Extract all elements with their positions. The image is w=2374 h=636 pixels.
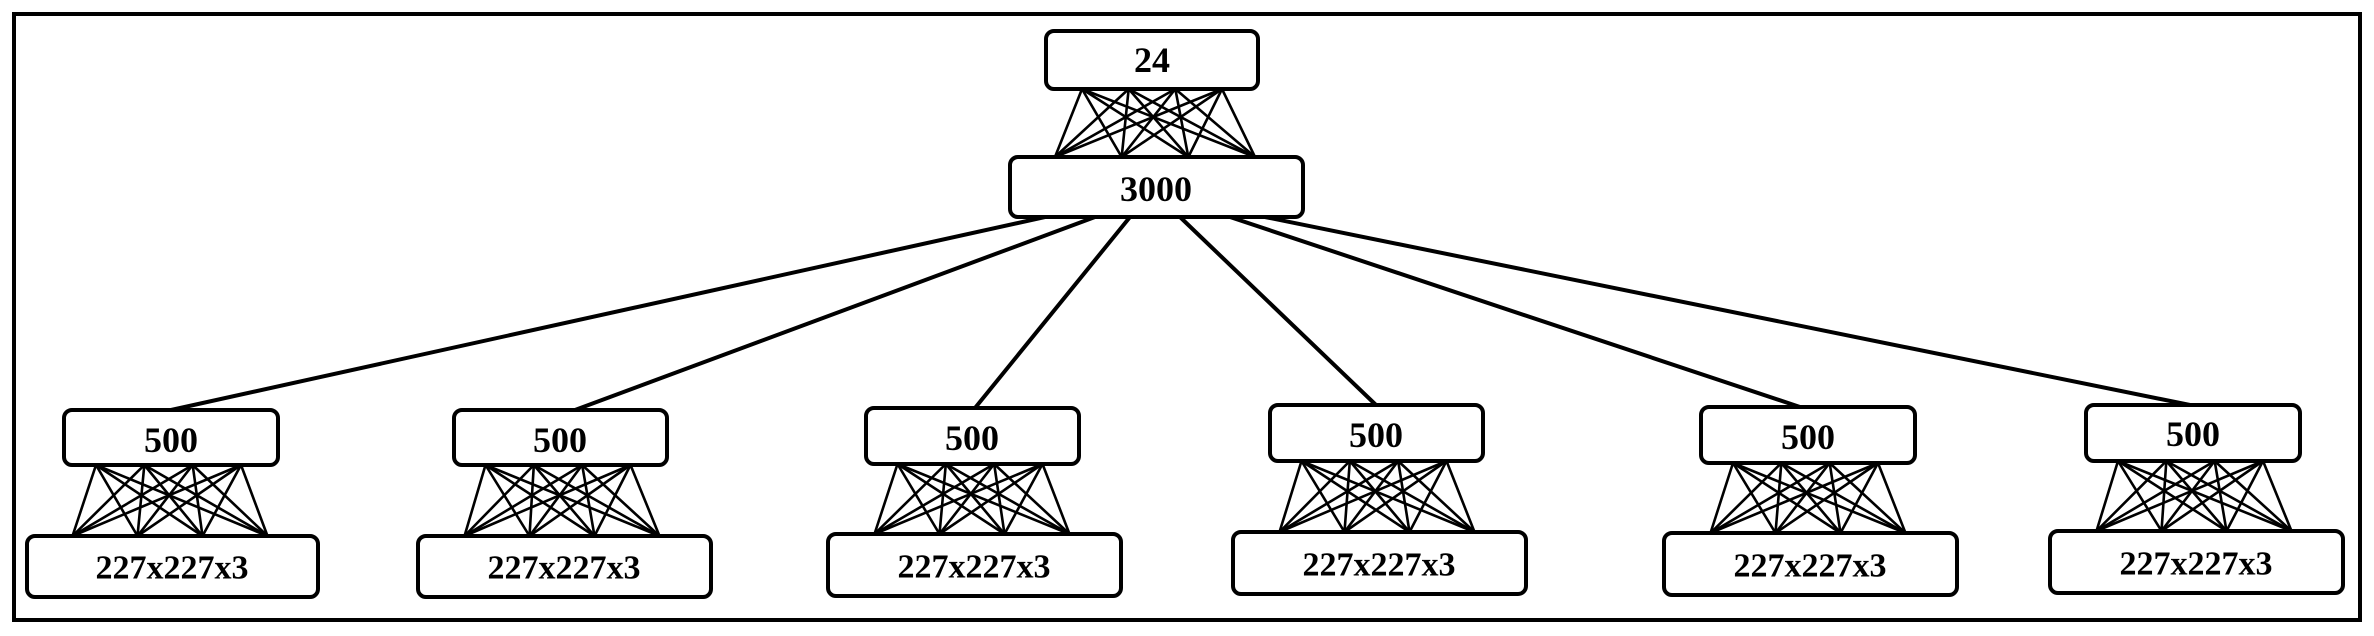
diagram-frame [12, 12, 2362, 622]
branch-2: 500 227x227x3 [416, 408, 713, 599]
hidden-node-label: 500 [945, 418, 999, 458]
hidden-node-label: 500 [2166, 414, 2220, 454]
connection-line-6 [1263, 215, 2192, 407]
branch-4: 500 227x227x3 [1231, 403, 1528, 596]
hidden-node-label: 500 [144, 420, 198, 460]
branch-3: 500 227x227x3 [826, 406, 1123, 598]
mesh-branch-6 [2095, 459, 2293, 533]
mesh-branch-5 [1709, 461, 1907, 535]
branch-1: 500 227x227x3 [25, 408, 320, 599]
mesh-branch-3 [873, 462, 1071, 536]
input-node-label: 227x227x3 [96, 550, 249, 587]
input-node-label: 227x227x3 [2120, 546, 2273, 583]
mesh-branch-1 [71, 463, 269, 538]
mesh-branch-4 [1278, 459, 1476, 534]
connection-line-1 [169, 215, 1047, 412]
connections-layer [169, 215, 2192, 412]
branch-6: 500 227x227x3 [2048, 403, 2345, 595]
connection-line-3 [973, 215, 1132, 410]
connection-line-4 [1178, 215, 1378, 407]
mesh-layer [71, 87, 2293, 538]
fusion-node: 3000 [1008, 155, 1305, 219]
hidden-node-label: 500 [1349, 415, 1403, 455]
connection-line-2 [573, 215, 1097, 412]
input-node-label: 227x227x3 [488, 550, 641, 587]
hidden-node-label: 500 [533, 420, 587, 460]
output-node-label: 24 [1134, 40, 1170, 80]
mesh-branch-2 [463, 463, 661, 538]
branch-5: 500 227x227x3 [1662, 405, 1959, 597]
input-node-label: 227x227x3 [898, 549, 1051, 586]
hidden-node-label: 500 [1781, 417, 1835, 457]
mesh-output-fusion [1053, 87, 1257, 159]
connection-line-5 [1228, 215, 1802, 409]
input-node-label: 227x227x3 [1734, 548, 1887, 585]
output-node: 24 [1044, 29, 1260, 91]
fusion-node-label: 3000 [1120, 169, 1192, 209]
input-node-label: 227x227x3 [1303, 547, 1456, 584]
